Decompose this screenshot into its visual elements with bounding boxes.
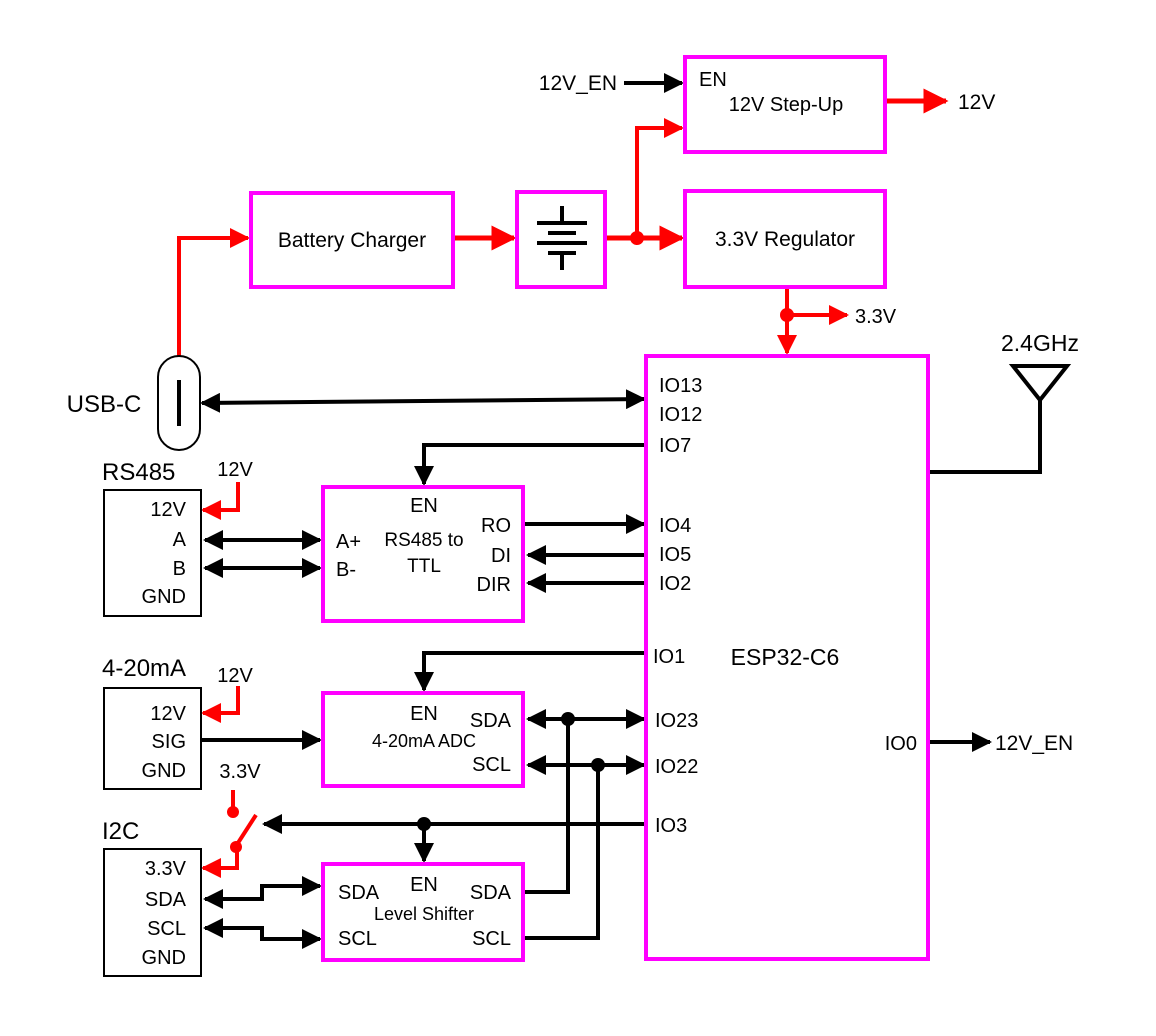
pin-io4: IO4 [659, 515, 691, 537]
battery-junction [630, 231, 644, 245]
usb-to-mcu-wire [200, 389, 646, 413]
pin-io7: IO7 [659, 435, 691, 457]
rs485-connector: RS485 12V A B GND [102, 459, 202, 617]
rs485-a-label: A+ [336, 531, 361, 553]
ma-12v-net-label: 12V [217, 665, 253, 687]
adc-block: EN 4-20mA ADC SDA SCL [321, 691, 525, 788]
charger-title: Battery Charger [278, 229, 426, 252]
rs485-b-label: B- [336, 559, 356, 581]
rs485-pin-a: A [173, 529, 187, 551]
usb-c-connector: USB-C [67, 355, 201, 451]
pin-io0: IO0 [885, 733, 917, 755]
out-33v-label: 3.3V [855, 306, 897, 328]
battery-block [515, 190, 607, 289]
pin-io13: IO13 [659, 375, 702, 397]
usb-to-charger-wire [177, 228, 250, 358]
i2c-connector-title: I2C [102, 818, 139, 845]
en-input-label: 12V_EN [539, 72, 617, 95]
out-12v-label: 12V [958, 91, 995, 114]
i2c-scl-wire [203, 918, 322, 949]
en-output-label: 12V_EN [995, 732, 1073, 755]
rs485-transceiver-block: EN RS485 to TTL A+ B- RO DI DIR [321, 485, 525, 623]
scl-junction [591, 758, 605, 772]
pin-io12: IO12 [659, 404, 702, 426]
shifter-title: Level Shifter [374, 904, 474, 924]
adc-sda-label: SDA [470, 710, 512, 732]
rs485-title-line2: TTL [407, 556, 441, 577]
antenna-feed-wire [928, 400, 1042, 474]
i2c-pin-sda: SDA [145, 889, 187, 911]
rs485-pin-b: B [173, 558, 186, 580]
rs485-di-label: DI [491, 545, 511, 567]
step-up-en-label: EN [699, 69, 727, 91]
shifter-en-label: EN [410, 874, 438, 896]
step-up-block: EN 12V Step-Up [683, 55, 887, 154]
mcu-block: ESP32-C6 IO13 IO12 IO7 IO4 IO5 IO2 IO1 I… [644, 354, 930, 961]
pin-io2: IO2 [659, 573, 691, 595]
usb-c-label: USB-C [67, 391, 142, 418]
signal-nets [200, 73, 1042, 949]
rs485-12v-net-label: 12V [217, 459, 253, 481]
switch-contact-top [227, 806, 239, 818]
antenna-label: 2.4GHz [1001, 330, 1079, 356]
pin-io5: IO5 [659, 544, 691, 566]
power-nets [177, 88, 949, 878]
shifter-sda-right-label: SDA [470, 882, 512, 904]
i2c-connector: I2C 3.3V SDA SCL GND [102, 818, 202, 977]
ma-12v-feed-wire [201, 686, 240, 723]
io7-to-rs485-en-wire [414, 443, 644, 486]
rs485-ro-label: RO [481, 515, 511, 537]
regulator-junction [780, 308, 794, 322]
rs485-title-line1: RS485 to [384, 530, 463, 551]
power-switch-blade [234, 813, 258, 848]
i2c-sda-wire [203, 876, 322, 909]
ma-connector-title: 4-20mA [102, 655, 186, 682]
rs485-en-label: EN [410, 495, 438, 517]
shifter-sda-to-io23-wire [524, 719, 570, 894]
shifter-scl-to-io22-wire [524, 765, 600, 940]
i2c-pin-scl: SCL [147, 918, 186, 940]
level-shifter-block: EN Level Shifter SDA SCL SDA SCL [321, 862, 525, 962]
shifter-scl-left-label: SCL [338, 928, 377, 950]
ma-pin-gnd: GND [142, 760, 186, 782]
step-up-title: 12V Step-Up [729, 94, 844, 116]
ma-pin-sig: SIG [152, 731, 186, 753]
rs485-12v-feed-wire [201, 482, 240, 520]
io3-junction [417, 817, 431, 831]
pin-io3: IO3 [655, 815, 687, 837]
i2c-pin-gnd: GND [142, 947, 186, 969]
switch-contact-bottom [230, 841, 242, 853]
i2c-pin-33v: 3.3V [145, 858, 187, 880]
rs485-pin-gnd: GND [142, 586, 186, 608]
ma-pin-12v: 12V [150, 703, 186, 725]
pin-io1: IO1 [653, 646, 685, 668]
rs485-pin-12v: 12V [150, 499, 186, 521]
regulator-title: 3.3V Regulator [715, 228, 855, 251]
antenna-icon [1008, 364, 1072, 404]
i2c-33v-feed-wire [201, 847, 239, 878]
ma-connector: 4-20mA 12V SIG GND [102, 655, 202, 790]
antenna: 2.4GHz [1001, 330, 1079, 404]
shifter-sda-left-label: SDA [338, 882, 380, 904]
mcu-title: ESP32-C6 [731, 644, 840, 670]
pin-io23: IO23 [655, 710, 698, 732]
shifter-scl-right-label: SCL [472, 928, 511, 950]
pin-io22: IO22 [655, 756, 698, 778]
rs485-connector-title: RS485 [102, 459, 175, 486]
adc-scl-label: SCL [472, 754, 511, 776]
battery-to-stepup-wire [635, 118, 684, 238]
adc-title: 4-20mA ADC [372, 731, 476, 751]
io1-to-adc-en-wire [414, 651, 644, 692]
adc-en-label: EN [410, 703, 438, 725]
i2c-33v-net-label: 3.3V [219, 761, 261, 783]
rs485-dir-label: DIR [477, 574, 511, 596]
regulator-block: 3.3V Regulator [683, 189, 887, 289]
battery-charger-block: Battery Charger [249, 191, 455, 289]
sda-junction [561, 712, 575, 726]
